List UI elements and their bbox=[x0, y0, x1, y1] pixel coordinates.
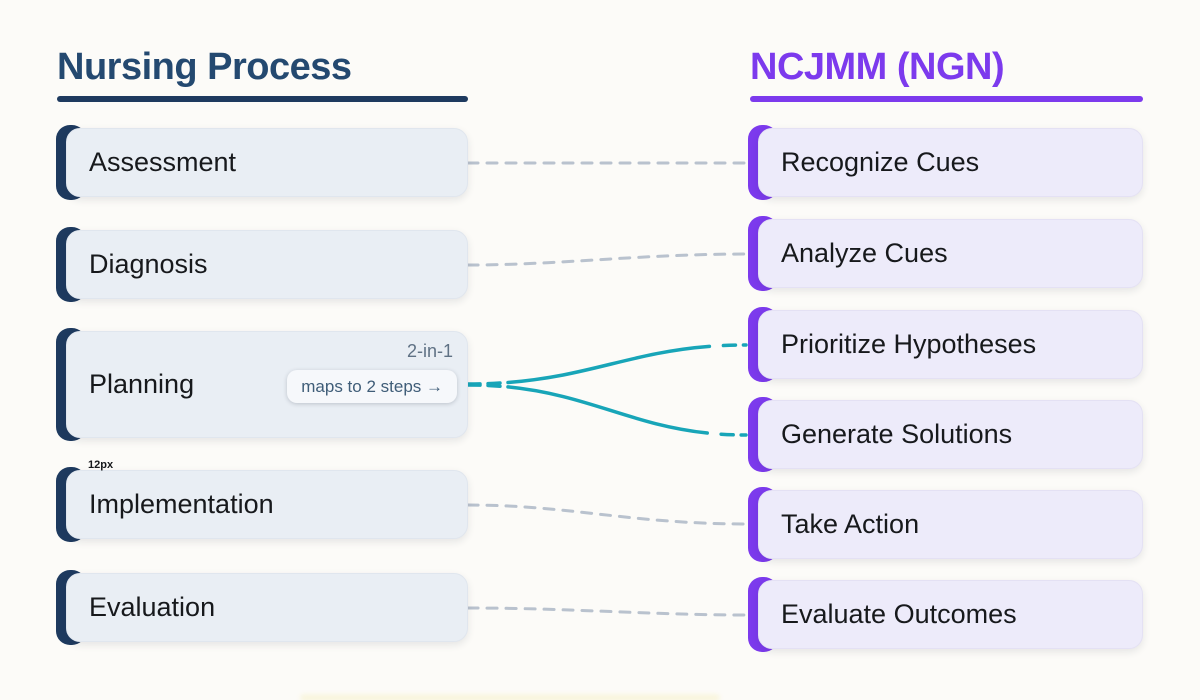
card-body: Implementation bbox=[66, 470, 468, 539]
two-in-one-note: 2-in-1 bbox=[406, 341, 453, 361]
card-body: Diagnosis bbox=[66, 230, 468, 299]
card-body: Recognize Cues bbox=[758, 128, 1143, 197]
node-implementation: Implementation bbox=[56, 467, 468, 542]
node-diagnosis: Diagnosis bbox=[56, 227, 468, 302]
node-label: Recognize Cues bbox=[781, 147, 980, 177]
12px-annotation: 12px bbox=[88, 459, 114, 471]
node-label: Evaluate Outcomes bbox=[781, 599, 1017, 629]
connector-planning-prioritize-hypotheses bbox=[466, 343, 748, 386]
left-column-title: Nursing Process bbox=[57, 46, 352, 88]
node-planning: Planning 2-in-1 maps to 2 steps → bbox=[56, 328, 468, 441]
maps-to-2-steps-badge: maps to 2 steps → bbox=[287, 370, 457, 403]
node-label: Analyze Cues bbox=[781, 238, 948, 268]
card-body: Prioritize Hypotheses bbox=[758, 310, 1143, 379]
node-label: Planning bbox=[89, 369, 195, 399]
node-label: Diagnosis bbox=[89, 249, 208, 279]
left-title-underline bbox=[57, 96, 468, 102]
connector-planning-generate-solutions bbox=[466, 383, 748, 437]
node-assessment: Assessment bbox=[56, 125, 468, 200]
right-column-title: NCJMM (NGN) bbox=[750, 46, 1005, 88]
node-evaluation: Evaluation bbox=[56, 570, 468, 645]
connector-diagnosis-analyze-cues bbox=[466, 252, 750, 267]
node-prioritize-hypotheses: Prioritize Hypotheses bbox=[748, 307, 1143, 382]
node-label: Evaluation bbox=[89, 592, 216, 622]
connector-implementation-take-action bbox=[466, 503, 750, 526]
node-label: Assessment bbox=[89, 147, 237, 177]
card-body: Generate Solutions bbox=[758, 400, 1143, 469]
connector-evaluation-evaluate-outcomes bbox=[466, 606, 750, 617]
node-recognize-cues: Recognize Cues bbox=[748, 125, 1143, 200]
node-generate-solutions: Generate Solutions bbox=[748, 397, 1143, 472]
node-label: Prioritize Hypotheses bbox=[781, 329, 1037, 359]
card-body: Analyze Cues bbox=[758, 219, 1143, 288]
node-label: Generate Solutions bbox=[781, 419, 1013, 449]
node-label: Implementation bbox=[89, 489, 274, 519]
node-analyze-cues: Analyze Cues bbox=[748, 216, 1143, 291]
node-evaluate-outcomes: Evaluate Outcomes bbox=[748, 577, 1143, 652]
node-label: Take Action bbox=[781, 509, 920, 539]
bottom-edge-artifact bbox=[300, 694, 720, 700]
node-take-action: Take Action bbox=[748, 487, 1143, 562]
right-title-underline bbox=[750, 96, 1143, 102]
card-body: Evaluation bbox=[66, 573, 468, 642]
card-body: Evaluate Outcomes bbox=[758, 580, 1143, 649]
card-body: Assessment bbox=[66, 128, 468, 197]
card-body: Planning 2-in-1 maps to 2 steps → bbox=[66, 331, 468, 438]
card-body: Take Action bbox=[758, 490, 1143, 559]
